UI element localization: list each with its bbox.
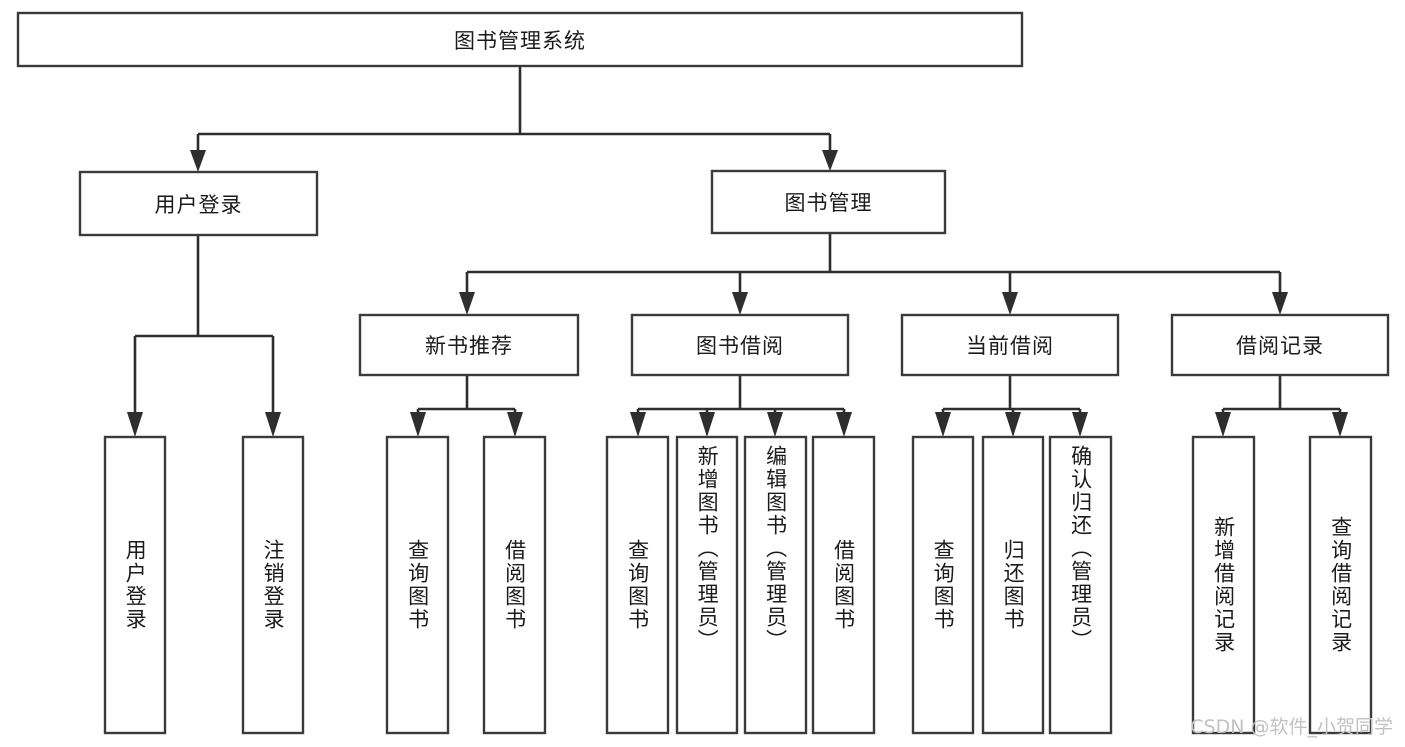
arrow-to-current-borrow [1002,292,1018,315]
arrow-leaf-add-book [699,412,715,437]
arrow-leaf-query-book-a [410,412,426,437]
node-box-leaf-1[interactable] [241,435,305,735]
node-box-leaf-8[interactable] [911,435,975,735]
node-box-leaf-2[interactable] [385,435,450,735]
arrow-leaf-user-login [127,412,143,437]
arrow-leaf-query-book-b [630,412,646,437]
node-box-leaf-0[interactable] [103,435,167,735]
arrow-leaf-return-book [1005,412,1021,437]
node-box-leaf-9[interactable] [981,435,1045,735]
node-box-borrow-record[interactable] [1170,313,1390,377]
arrow-leaf-confirm-return [1072,412,1088,437]
node-box-leaf-5[interactable] [675,435,739,735]
node-box-leaf-12[interactable] [1308,435,1373,735]
node-box-leaf-7[interactable] [811,435,876,735]
arrow-to-book-borrow [732,292,748,315]
arrow-to-book-mgmt [822,150,838,171]
node-box-current-borrow[interactable] [900,313,1120,377]
arrow-leaf-query-record [1332,412,1348,437]
arrow-leaf-edit-book [767,412,783,437]
node-box-leaf-10[interactable] [1048,435,1113,735]
node-box-user-login[interactable] [78,170,319,237]
node-box-leaf-3[interactable] [482,435,547,735]
node-box-root[interactable] [16,11,1024,68]
node-box-leaf-4[interactable] [605,435,670,735]
arrow-leaf-logout-login [265,412,281,437]
node-box-new-book-rec[interactable] [358,313,580,377]
arrow-leaf-borrow-book-b [836,412,852,437]
arrow-to-borrow-record [1272,292,1288,315]
node-box-leaf-6[interactable] [743,435,808,735]
arrow-to-user-login [190,150,206,172]
arrow-leaf-borrow-book-a [507,412,523,437]
node-box-book-borrow[interactable] [630,313,850,377]
node-box-group [16,11,1390,735]
node-box-leaf-11[interactable] [1191,435,1256,735]
node-box-book-management[interactable] [710,169,947,235]
arrow-to-new-book-rec [459,292,475,315]
arrow-leaf-add-record [1215,412,1231,437]
edge-group [127,66,1348,437]
arrow-leaf-query-book-c [935,412,951,437]
